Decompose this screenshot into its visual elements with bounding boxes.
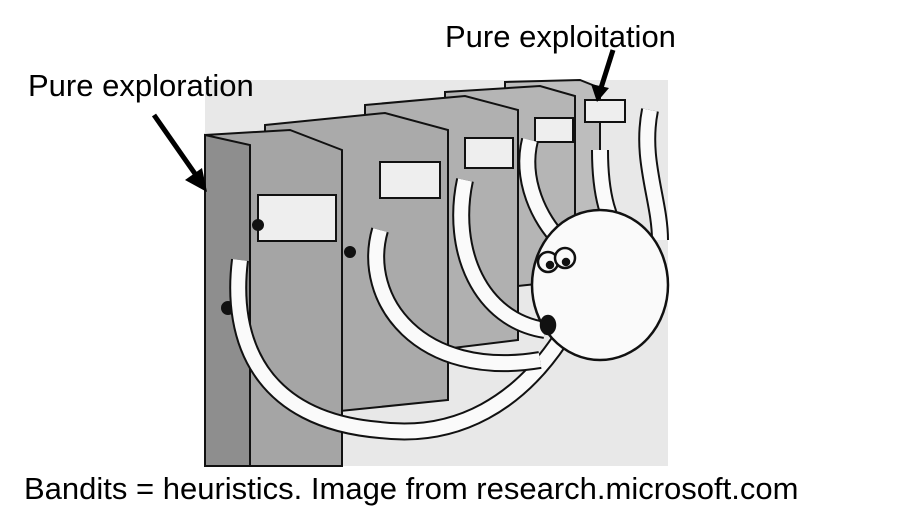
octopus (229, 108, 670, 441)
caption: Bandits = heuristics. Image from researc… (24, 471, 799, 506)
pure-exploitation-label: Pure exploitation (445, 19, 676, 54)
arrows (151, 49, 616, 192)
slot-machine-2 (204, 128, 343, 467)
slot-machines (204, 78, 626, 467)
arrow-exploration (151, 113, 201, 180)
arrowhead-exploration (185, 168, 207, 192)
pure-exploration-label: Pure exploration (28, 68, 254, 103)
arrowhead-exploitation (591, 84, 609, 102)
arrow-exploitation (598, 49, 616, 89)
